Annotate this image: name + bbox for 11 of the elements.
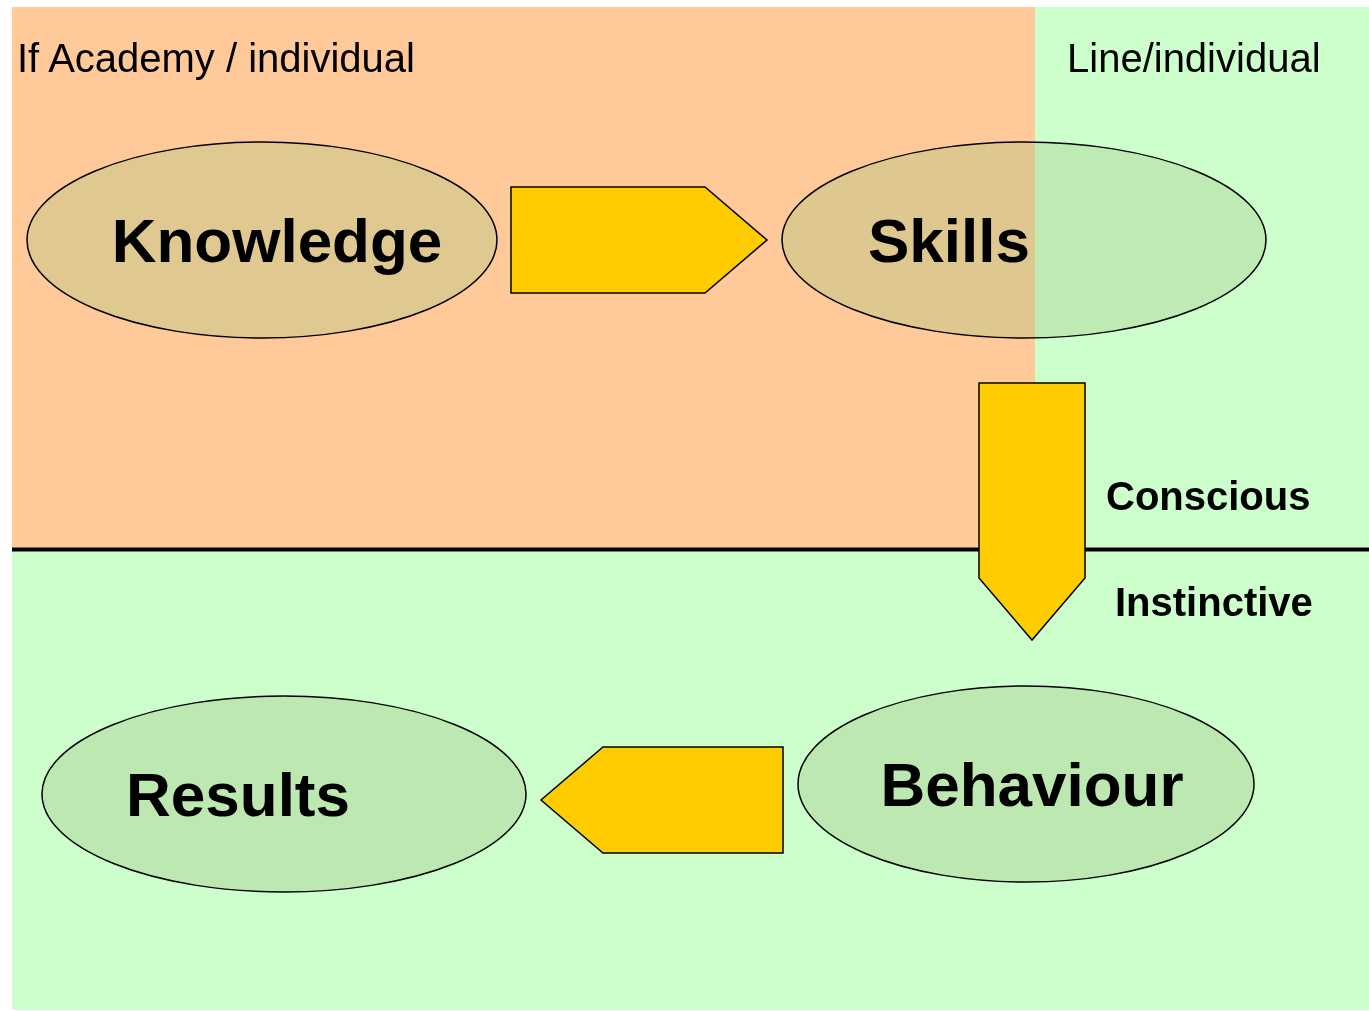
area-label: Line/individual (1067, 36, 1321, 80)
node-label: Results (126, 758, 350, 830)
node-label: Knowledge (111, 204, 443, 276)
block-arrow (510, 186, 769, 294)
zone-label: Conscious (1106, 474, 1311, 518)
block-arrow (539, 746, 784, 854)
node-label: Behaviour (880, 748, 1184, 820)
node-label: Skills (868, 204, 1030, 276)
zone-label: Instinctive (1115, 580, 1313, 624)
area-label: If Academy / individual (17, 36, 415, 80)
block-arrow (978, 382, 1086, 642)
